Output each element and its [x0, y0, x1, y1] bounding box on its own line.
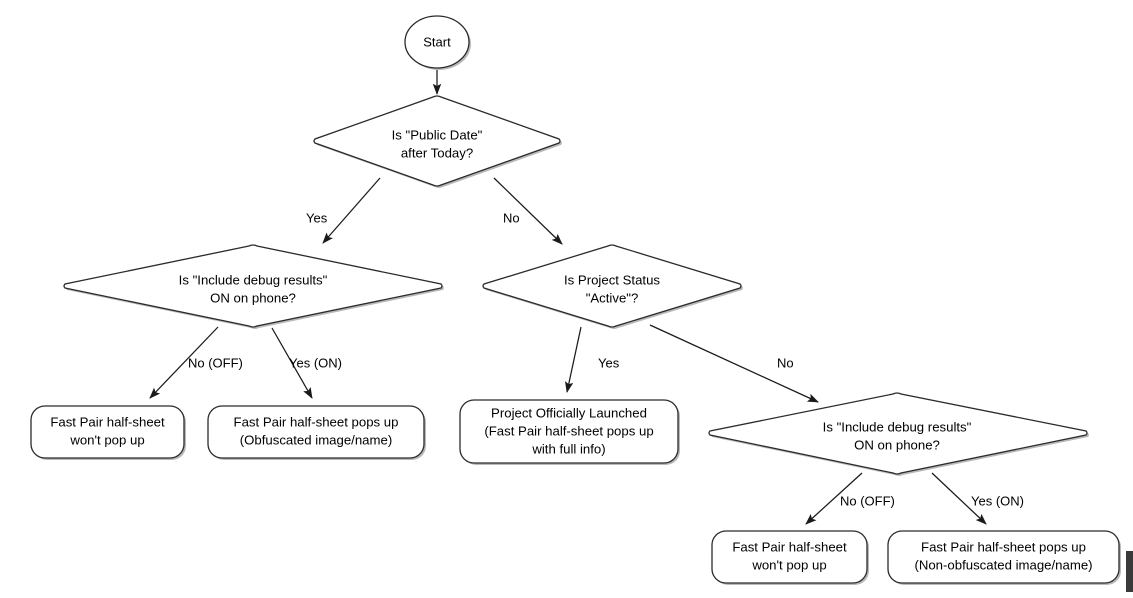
node-decision-debug-left[interactable]: Is "Include debug results" ON on phone?: [63, 244, 444, 329]
node-term-right-on-line1: Fast Pair half-sheet pops up: [921, 539, 1086, 554]
edge-public-date-yes: [322, 177, 381, 244]
edge-label-debug-left-no: No (OFF): [188, 355, 243, 370]
edge-label-public-date-no: No: [503, 210, 520, 225]
node-decision-debug-right[interactable]: Is "Include debug results" ON on phone?: [708, 392, 1089, 476]
node-term-left-on-line2: (Obfuscated image/name): [240, 432, 392, 447]
node-term-launched[interactable]: Project Officially Launched (Fast Pair h…: [459, 399, 680, 465]
edges-layer: [149, 70, 987, 525]
edge-project-status-no: [649, 324, 819, 403]
edge-debug-right-yes: [931, 472, 987, 525]
edge-public-date-no: [493, 177, 563, 245]
edge-debug-right-no: [805, 472, 863, 525]
node-term-left-off[interactable]: Fast Pair half-sheet won't pop up: [30, 405, 186, 460]
edge-project-status-yes: [565, 326, 582, 393]
edge-debug-left-no: [149, 326, 219, 399]
node-decision-debug-left-line2: ON on phone?: [210, 290, 296, 305]
node-term-launched-line3: with full info): [531, 441, 605, 456]
node-start-label: Start: [423, 34, 451, 49]
node-term-right-off-line2: won't pop up: [751, 557, 826, 572]
node-term-right-off[interactable]: Fast Pair half-sheet won't pop up: [711, 530, 869, 585]
node-term-right-on-line2: (Non-obfuscated image/name): [914, 557, 1092, 572]
node-decision-public-date-line1: Is "Public Date": [392, 127, 483, 142]
edge-labels-layer: Yes No No (OFF) Yes (ON) Yes No No (OFF)…: [188, 210, 1024, 508]
edge-label-debug-right-no: No (OFF): [840, 493, 895, 508]
node-term-left-off-line2: won't pop up: [69, 432, 144, 447]
edge-label-debug-left-yes: Yes (ON): [289, 355, 342, 370]
edge-label-public-date-yes: Yes: [306, 210, 328, 225]
node-start[interactable]: Start: [404, 15, 471, 70]
edge-label-debug-right-yes: Yes (ON): [971, 493, 1024, 508]
node-term-left-off-line1: Fast Pair half-sheet: [50, 414, 165, 429]
node-decision-debug-right-line2: ON on phone?: [854, 437, 940, 452]
node-decision-project-status-line1: Is Project Status: [564, 272, 660, 287]
node-decision-public-date[interactable]: Is "Public Date" after Today?: [313, 95, 562, 188]
edge-debug-left-yes: [271, 327, 313, 399]
edge-label-project-status-no: No: [777, 355, 794, 370]
edge-label-project-status-yes: Yes: [598, 355, 620, 370]
node-term-launched-line1: Project Officially Launched: [491, 405, 647, 420]
node-decision-public-date-line2: after Today?: [401, 145, 473, 160]
node-decision-debug-left-line1: Is "Include debug results": [179, 272, 328, 287]
node-term-left-on[interactable]: Fast Pair half-sheet pops up (Obfuscated…: [207, 405, 426, 460]
node-decision-debug-right-line1: Is "Include debug results": [823, 419, 972, 434]
node-decision-project-status-line2: "Active"?: [586, 290, 639, 305]
node-term-left-on-line1: Fast Pair half-sheet pops up: [234, 414, 399, 429]
node-term-right-off-line1: Fast Pair half-sheet: [732, 539, 847, 554]
page-edge-artifact: [1126, 551, 1133, 592]
node-term-right-on[interactable]: Fast Pair half-sheet pops up (Non-obfusc…: [887, 530, 1121, 585]
node-term-launched-line2: (Fast Pair half-sheet pops up: [484, 423, 653, 438]
node-decision-project-status[interactable]: Is Project Status "Active"?: [482, 244, 743, 329]
